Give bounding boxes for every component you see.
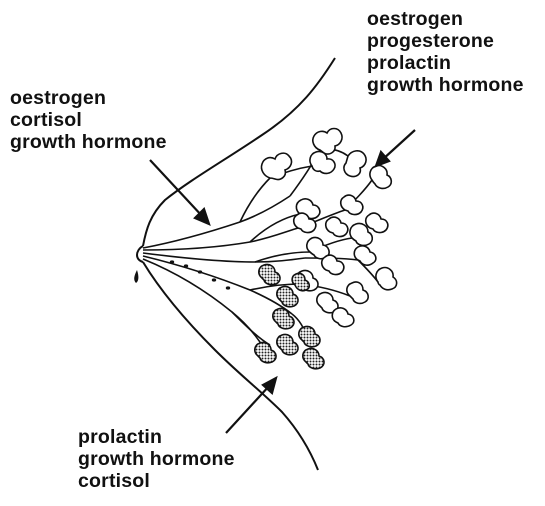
label-left-cortisol: cortisol (10, 109, 167, 131)
label-bottom-prolactin: prolactin (78, 426, 235, 448)
nipple (137, 246, 143, 262)
label-group-bottom: prolactin growth hormone cortisol (78, 426, 235, 492)
label-bottom-cortisol: cortisol (78, 470, 235, 492)
label-top-right-prolactin: prolactin (367, 52, 524, 74)
label-top-right-progesterone: progesterone (367, 30, 524, 52)
label-group-left: oestrogen cortisol growth hormone (10, 87, 167, 153)
label-top-right-growth-hormone: growth hormone (367, 74, 524, 96)
label-top-right-oestrogen: oestrogen (367, 8, 524, 30)
label-bottom-growth-hormone: growth hormone (78, 448, 235, 470)
arrow-top-right (382, 130, 415, 160)
label-left-oestrogen: oestrogen (10, 87, 167, 109)
milk-drop (134, 270, 138, 283)
label-left-growth-hormone: growth hormone (10, 131, 167, 153)
label-group-top-right: oestrogen progesterone prolactin growth … (367, 8, 524, 96)
